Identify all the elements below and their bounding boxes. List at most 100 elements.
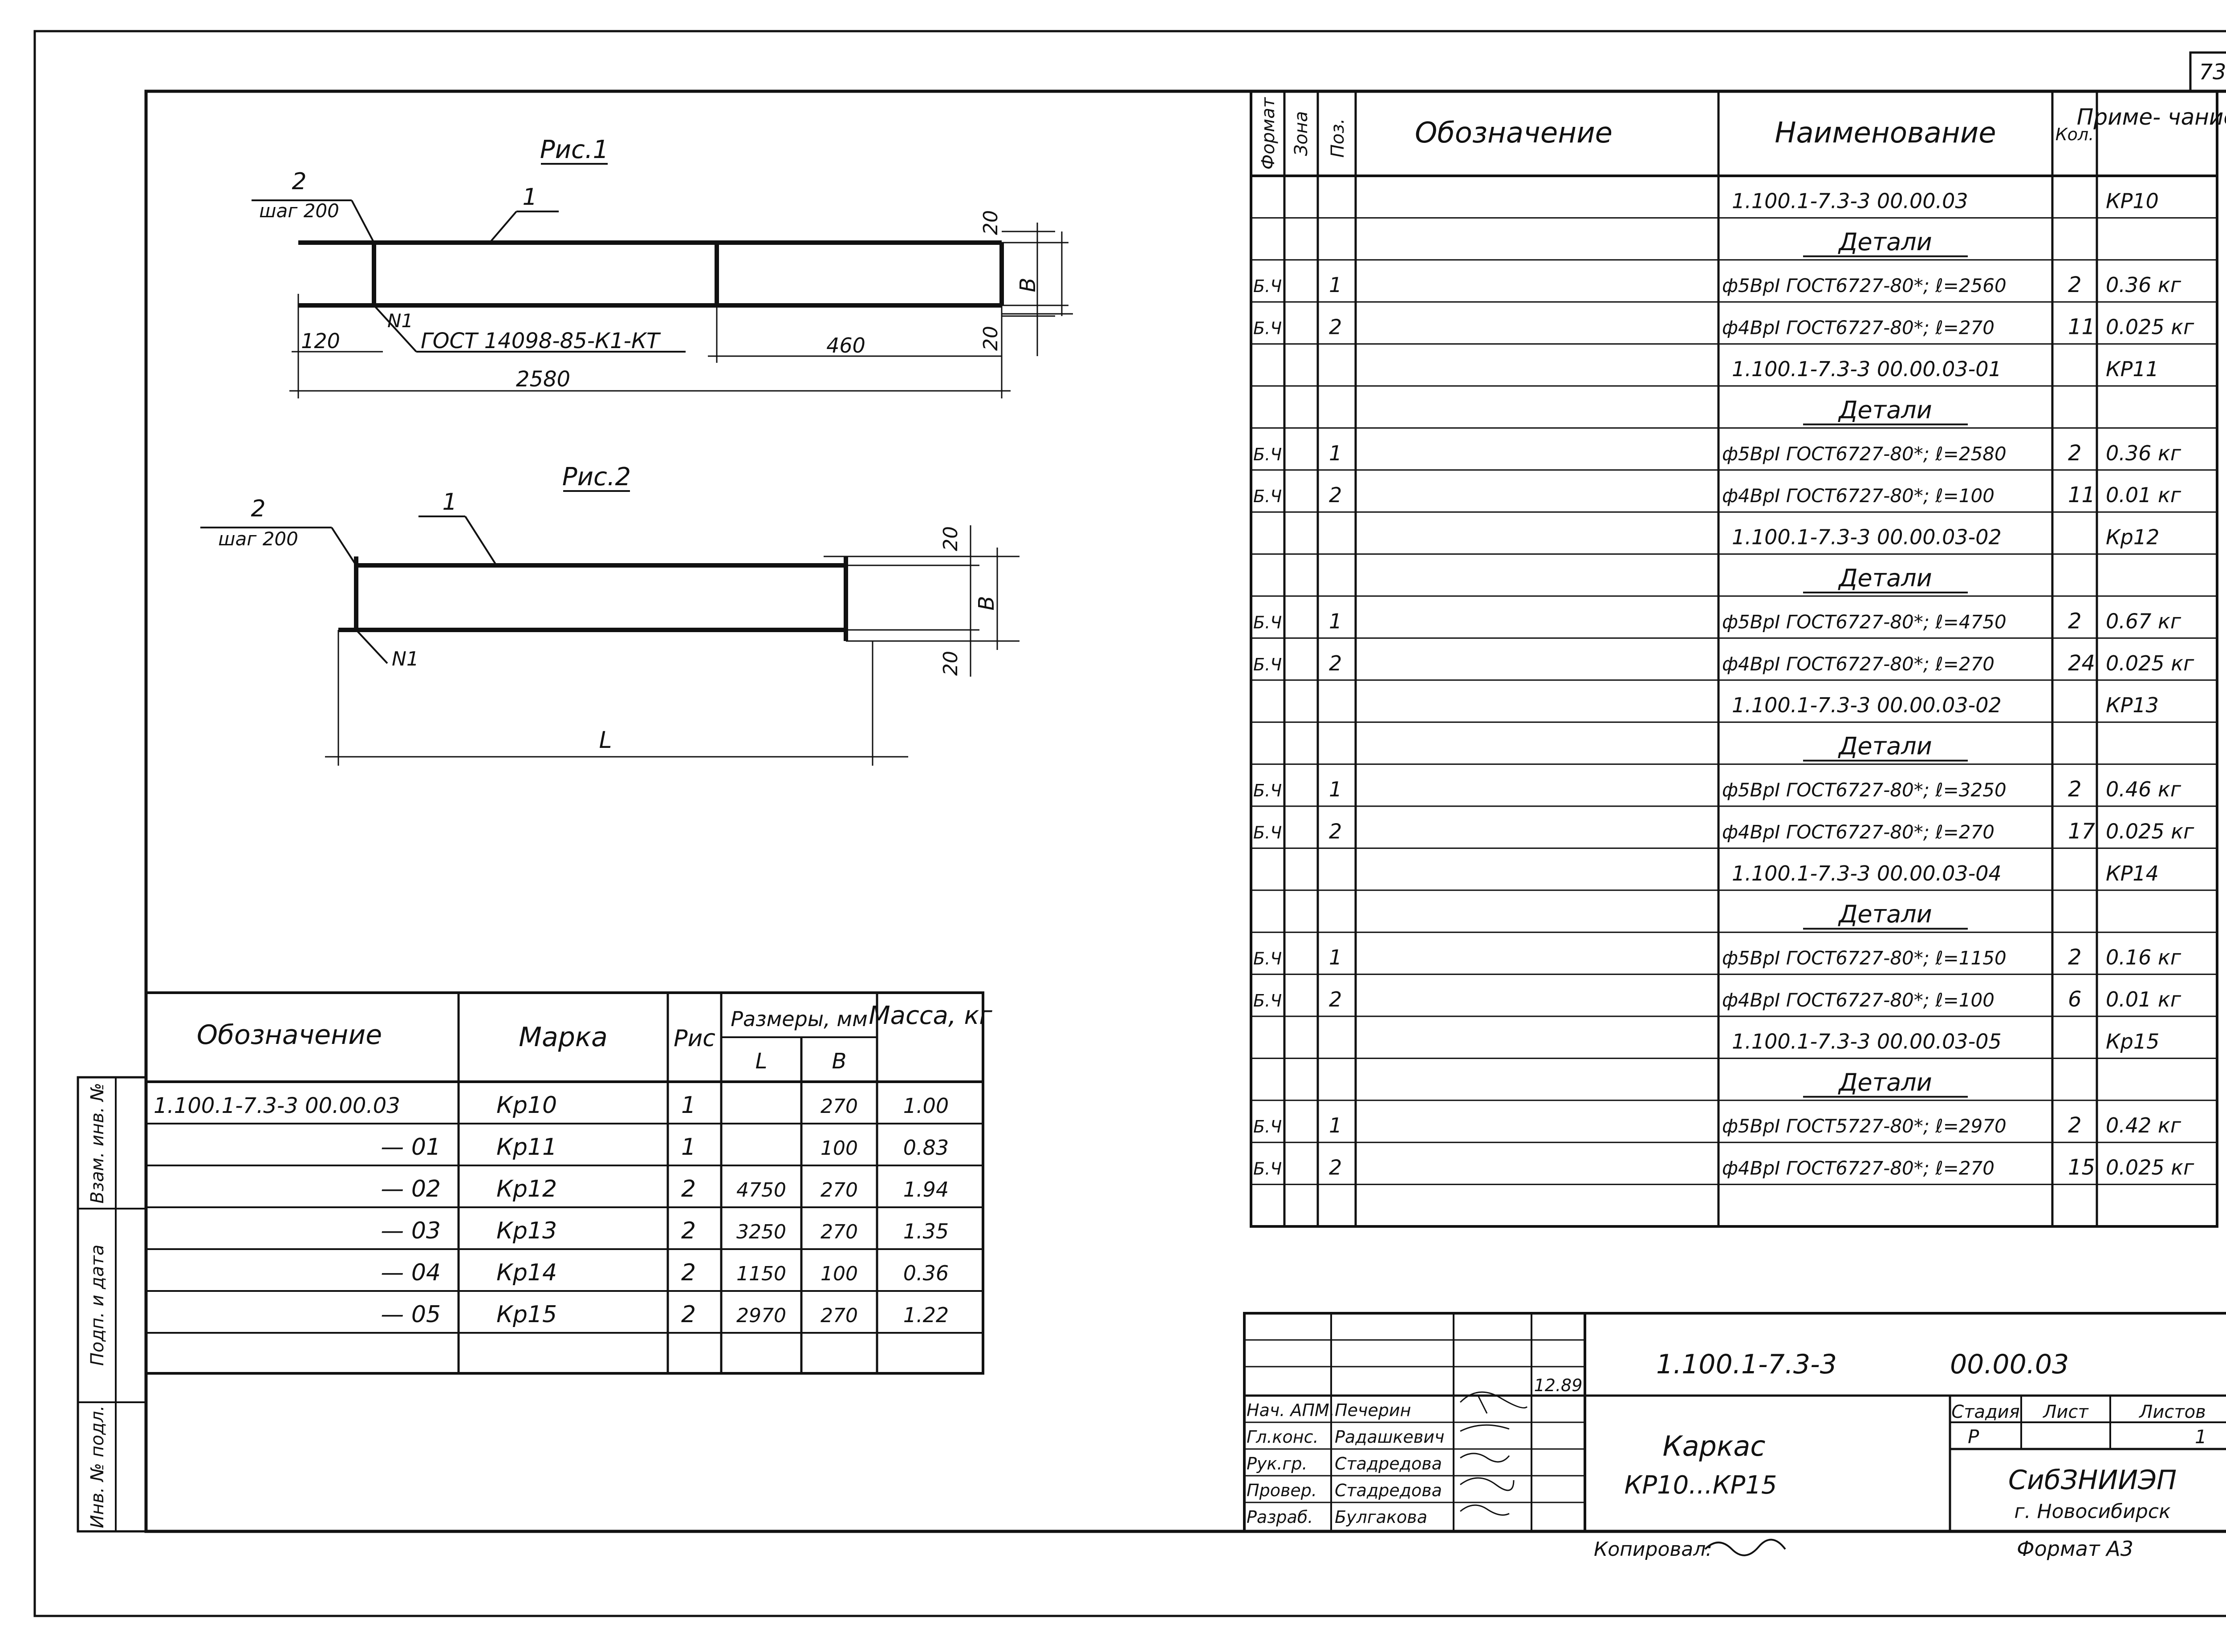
fig2-dim-20-bottom: 20 [939,651,962,676]
marks-cell-B: 100 [821,1262,858,1285]
spec-cell-qty: 2 [2068,945,2082,970]
fig1-pos1: 1 [522,184,537,211]
outer-border [33,30,2226,1617]
staff-row: Провер.Стадредова [1247,1481,1442,1500]
spec-cell-qty: 2 [2068,777,2082,802]
spec-cell-qty: 2 [2068,1113,2082,1138]
spec-section-heading: Детали [1803,228,1968,257]
fig2-title: Рис.2 [562,463,631,491]
figure-2: Рис.2 2 шаг 200 1 N1 L 20 20 В [200,463,1020,766]
title-doc-num: 00.00.03 [1950,1349,2069,1380]
spec-cell-name: ф5ВрI ГОСТ5727-80*; ℓ=2970 [1722,1115,2007,1137]
marks-header-fig: Рис [674,1025,715,1052]
spec-header-zone: Зона [1291,111,1312,156]
spec-cell-pos: 2 [1329,315,1342,339]
marks-cell-mark: Кр10 [496,1092,557,1119]
spec-cell-pos: 1 [1329,609,1342,633]
spec-cell-name: ф5ВрI ГОСТ6727-80*; ℓ=2580 [1722,443,2007,465]
marks-cell-mass: 0.36 [903,1261,949,1285]
spec-cell-note: 0.01 кг [2106,987,2181,1011]
spec-cell-pos: 2 [1329,651,1342,675]
marks-cell-designation: — 01 [381,1134,441,1161]
spec-cell-name: Детали [1838,900,1932,928]
spec-section-heading: Детали [1803,396,1968,426]
marks-cell-designation: 1.100.1-7.3-3 00.00.03 [154,1093,400,1118]
spec-cell-name: ф4ВрI ГОСТ6727-80*; ℓ=270 [1722,317,1994,339]
staff-role: Провер. [1247,1481,1317,1500]
fig2-step: шаг 200 [218,528,298,550]
title-date: 12.89 [1534,1376,1583,1395]
spec-header-name: Наименование [1775,117,1996,150]
marks-cell-mark: Кр11 [496,1134,557,1161]
marks-cell-mass: 0.83 [903,1136,949,1160]
marks-cell-mark: Кр15 [496,1301,557,1328]
spec-cell-note: 0.36 кг [2106,273,2181,297]
spec-cell-note: КР14 [2106,861,2159,885]
spec-section-heading: Детали [1803,732,1968,762]
fig2-pos2: 2 [251,495,265,522]
marks-cell-fig: 2 [681,1301,696,1328]
spec-cell-note: КР11 [2106,357,2159,381]
title-block: 1.100.1-7.3-3 00.00.03 12.89 Каркас КР10… [1243,1312,2226,1533]
spec-cell-format: Б.Ч [1253,655,1282,674]
staff-row: Разраб.Булгакова [1247,1507,1427,1527]
marks-cell-designation: — 02 [381,1176,441,1202]
staff-name: Стадредова [1335,1454,1442,1473]
staff-name: Булгакова [1335,1507,1427,1527]
spec-cell-name: ф5ВрI ГОСТ6727-80*; ℓ=3250 [1722,779,2007,801]
staff-row: Гл.конс.Радашкевич [1247,1427,1444,1447]
spec-cell-pos: 1 [1329,273,1342,297]
marks-cell-mass: 1.94 [903,1177,949,1201]
sheet-number: 73 [2199,60,2226,85]
spec-cell-format: Б.Ч [1253,949,1282,969]
marks-cell-fig: 2 [681,1259,696,1286]
spec-cell-note: 0.025 кг [2106,1156,2194,1180]
marks-cell-B: 100 [821,1137,858,1160]
staff-role: Гл.конс. [1247,1427,1319,1447]
staff-row: Рук.гр. Стадредова [1247,1454,1442,1473]
spec-cell-name: 1.100.1-7.3-3 00.00.03-04 [1732,861,2002,885]
spec-cell-note: 0.67 кг [2106,609,2181,633]
spec-cell-pos: 1 [1329,777,1342,801]
spec-header-qty: Кол. [2055,125,2094,144]
marks-cell-mass: 1.00 [903,1094,949,1118]
marks-header-designation: Обозначение [197,1019,382,1051]
spec-cell-name: 1.100.1-7.3-3 00.00.03-02 [1732,525,2002,549]
title-org-line1: СибЗНИИЭП [2008,1465,2177,1496]
spec-cell-qty: 15 [2068,1155,2095,1180]
marks-header-sizes: Размеры, мм [731,1007,868,1031]
marks-header-L: L [756,1049,768,1074]
marks-cell-mass: 1.22 [903,1303,949,1327]
spec-section-heading: Детали [1803,564,1968,593]
marks-cell-L: 2970 [736,1304,786,1327]
spec-cell-note: 0.01 кг [2106,483,2181,507]
marks-cell-B: 270 [821,1179,858,1201]
spec-cell-note: 0.025 кг [2106,315,2194,339]
spec-cell-note: КР13 [2106,693,2159,717]
marks-cell-L: 3250 [736,1221,786,1243]
marks-cell-designation: — 03 [381,1218,441,1244]
spec-cell-name: ф5ВрI ГОСТ6727-80*; ℓ=2560 [1722,275,2007,296]
fig1-dim-b: В [1016,278,1040,292]
staff-role: Рук.гр. [1247,1454,1308,1473]
spec-cell-name: 1.100.1-7.3-3 00.00.03-01 [1732,357,2002,381]
marks-cell-fig: 2 [681,1176,696,1202]
title-stage-label: Стадия [1951,1402,2019,1422]
spec-header-note: Приме- чание [2077,104,2226,130]
sign-date-label: Подп. и дата [87,1245,108,1366]
spec-cell-pos: 2 [1329,819,1342,843]
fig2-dim-L: L [599,727,612,754]
spec-cell-format: Б.Ч [1253,319,1282,338]
